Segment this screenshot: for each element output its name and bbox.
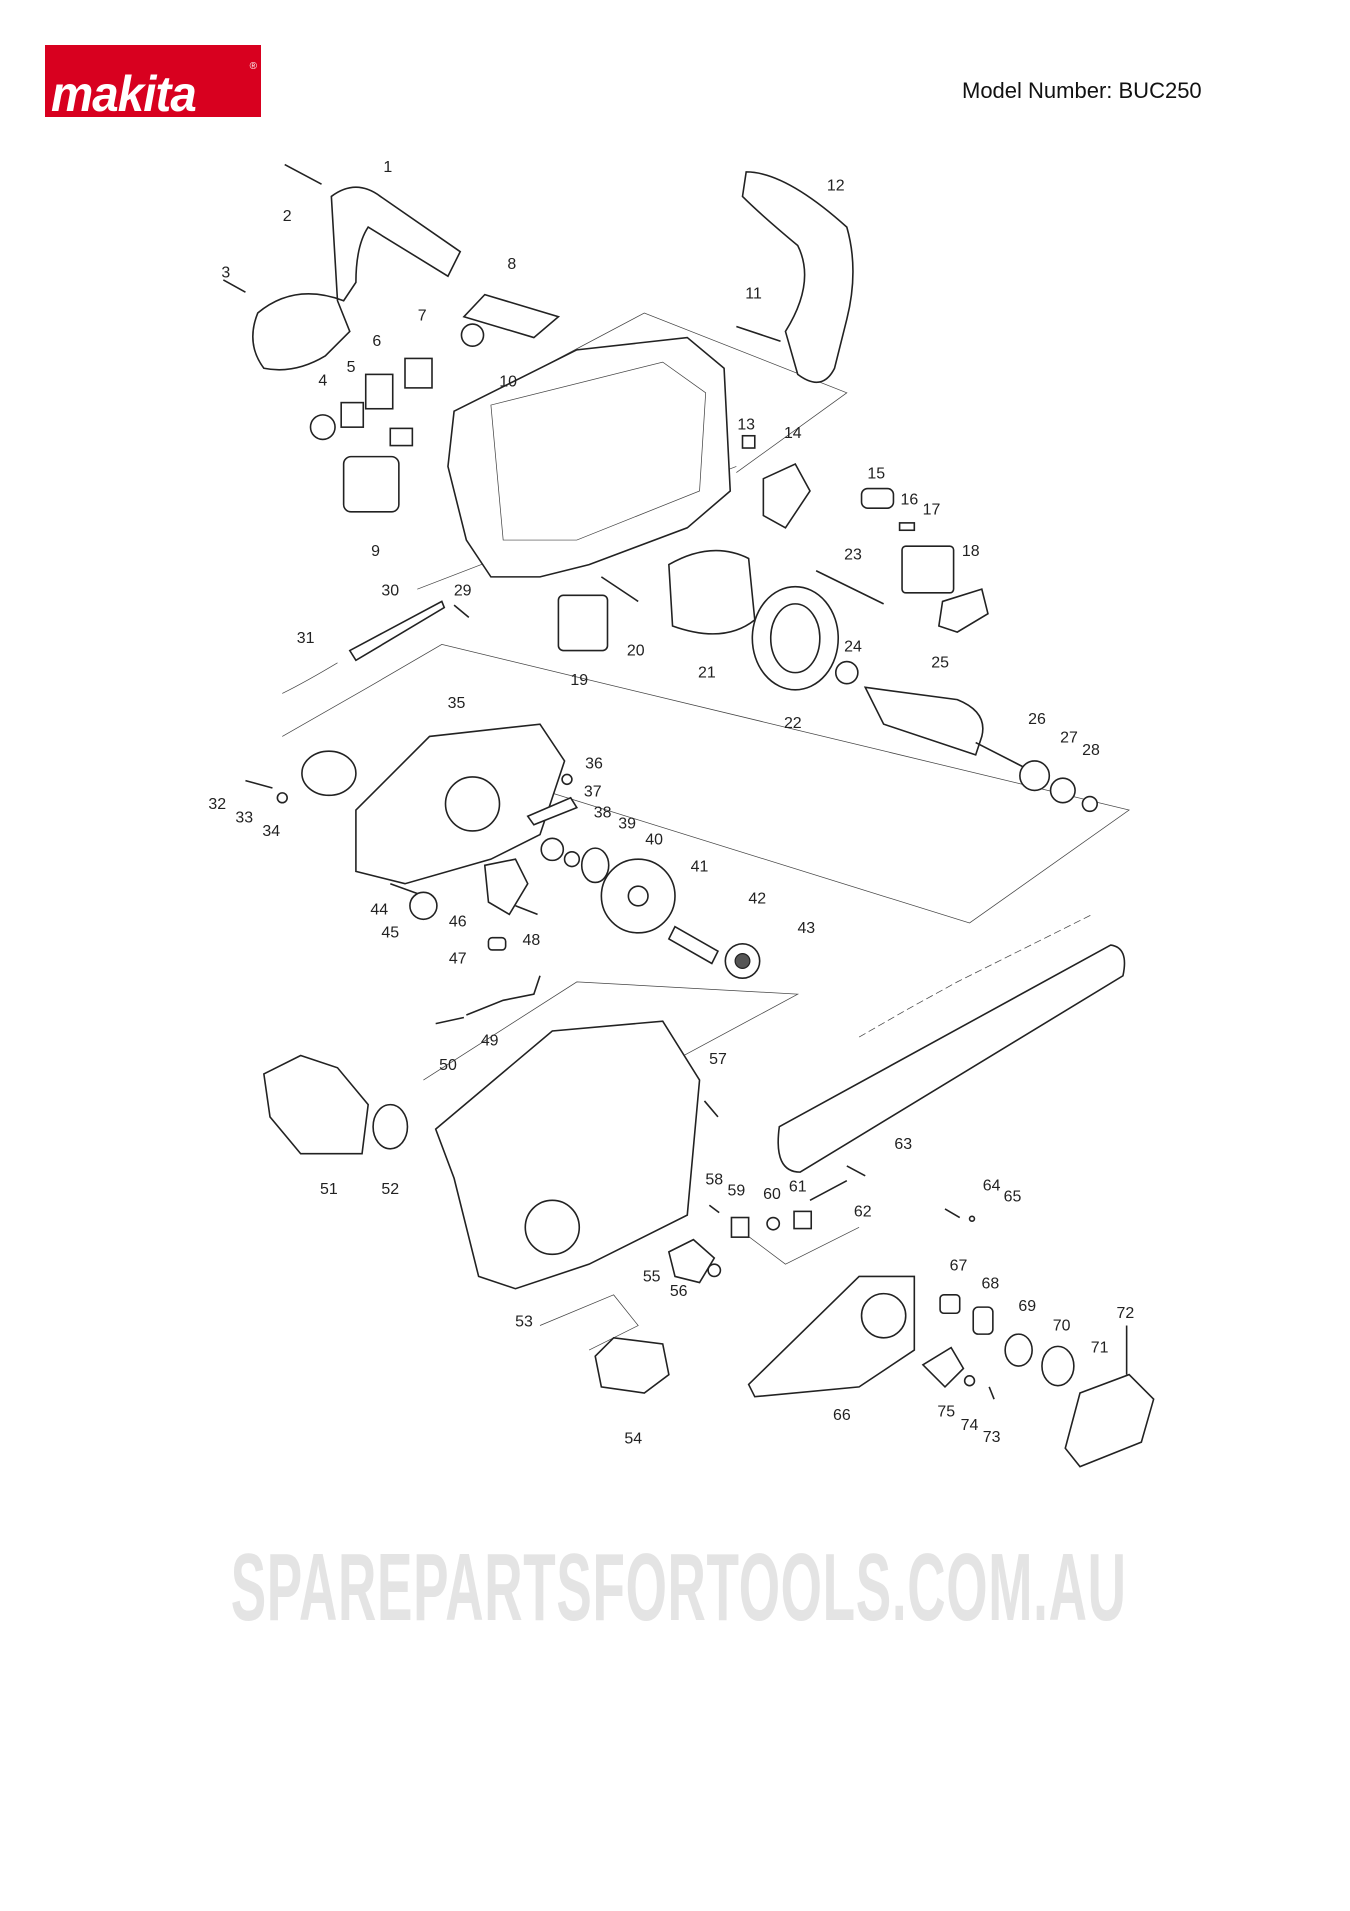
part-callout-44: 44: [370, 901, 388, 918]
part-callout-23: 23: [844, 547, 862, 564]
part-callout-12: 12: [827, 177, 845, 194]
part-callout-63: 63: [894, 1136, 912, 1153]
part-callout-70: 70: [1053, 1317, 1071, 1334]
motor-housing: [447, 336, 732, 578]
part-callout-29: 29: [454, 582, 472, 599]
part-callout-1: 1: [383, 159, 392, 176]
part-callout-26: 26: [1028, 711, 1046, 728]
part-callout-27: 27: [1060, 730, 1078, 747]
part-callout-54: 54: [624, 1430, 642, 1447]
part-callout-17: 17: [923, 501, 941, 518]
part-callout-38: 38: [594, 804, 612, 821]
part-callout-22: 22: [784, 715, 802, 732]
part-callout-32: 32: [208, 796, 226, 813]
battery-holder: [262, 1054, 370, 1155]
part-callout-67: 67: [950, 1257, 968, 1274]
part-callout-56: 56: [670, 1283, 688, 1300]
part-callout-41: 41: [691, 858, 709, 875]
part-callout-59: 59: [727, 1182, 745, 1199]
part-callout-10: 10: [499, 374, 517, 391]
part-callout-31: 31: [297, 630, 315, 647]
part-callout-51: 51: [320, 1181, 338, 1198]
watermark: SPAREPARTSFORTOOLS.COM.AU: [231, 1534, 1127, 1641]
part-callout-75: 75: [937, 1403, 955, 1420]
part-callout-73: 73: [983, 1429, 1001, 1446]
cover-flap: [1064, 1373, 1155, 1468]
part-shapes: [222, 163, 1155, 1468]
part-callout-46: 46: [449, 914, 467, 931]
part-callout-40: 40: [645, 831, 663, 848]
label-sticker: [462, 293, 561, 339]
part-callout-5: 5: [347, 359, 356, 376]
part-callout-43: 43: [797, 920, 815, 937]
part-callout-74: 74: [961, 1417, 979, 1434]
part-callout-42: 42: [748, 890, 766, 907]
part-callout-53: 53: [515, 1314, 533, 1331]
part-callout-11: 11: [745, 285, 762, 302]
part-callout-21: 21: [698, 665, 716, 682]
part-callout-65: 65: [1004, 1189, 1022, 1206]
part-callout-49: 49: [481, 1033, 499, 1050]
part-callout-34: 34: [262, 823, 280, 840]
armature: [863, 686, 984, 756]
part-callout-19: 19: [570, 672, 588, 689]
part-callout-20: 20: [627, 642, 645, 659]
part-callout-25: 25: [931, 655, 949, 672]
part-callout-71: 71: [1091, 1340, 1109, 1357]
part-callout-55: 55: [643, 1268, 661, 1285]
rear-handle: [252, 186, 462, 371]
part-callout-62: 62: [854, 1203, 872, 1220]
front-hand-guard: [741, 171, 854, 383]
guide-bar: [777, 944, 1126, 1173]
part-callout-64: 64: [983, 1178, 1001, 1195]
part-callout-58: 58: [705, 1171, 723, 1188]
model-number: Model Number: BUC250: [962, 78, 1202, 103]
part-callout-18: 18: [962, 543, 980, 560]
logo-wordmark: makita: [51, 66, 197, 117]
part-callout-36: 36: [585, 755, 603, 772]
part-callout-14: 14: [784, 425, 802, 442]
part-callout-45: 45: [381, 925, 399, 942]
part-callout-24: 24: [844, 639, 862, 656]
part-callout-15: 15: [867, 466, 885, 483]
part-callout-50: 50: [439, 1057, 457, 1074]
part-callout-61: 61: [789, 1179, 807, 1196]
part-callout-28: 28: [1082, 742, 1100, 759]
part-callout-8: 8: [507, 256, 516, 273]
registered-mark: ®: [249, 61, 257, 72]
makita-logo: makita ®: [45, 45, 261, 117]
part-callout-30: 30: [381, 582, 399, 599]
part-callout-57: 57: [709, 1051, 727, 1068]
part-callout-52: 52: [381, 1181, 399, 1198]
part-callout-37: 37: [584, 784, 602, 801]
part-callout-68: 68: [982, 1276, 1000, 1293]
saw-chain: [858, 914, 1093, 1038]
part-callout-39: 39: [618, 815, 636, 832]
part-callout-47: 47: [449, 950, 467, 967]
part-callout-69: 69: [1018, 1298, 1036, 1315]
part-callout-72: 72: [1117, 1305, 1135, 1322]
part-callout-66: 66: [833, 1407, 851, 1424]
part-callout-35: 35: [448, 695, 466, 712]
part-callouts: 1234567891011121314151617181920212223242…: [208, 159, 1134, 1447]
part-callout-60: 60: [763, 1186, 781, 1203]
part-callout-33: 33: [235, 809, 253, 826]
part-callout-48: 48: [523, 932, 541, 949]
part-callout-7: 7: [418, 307, 427, 324]
part-callout-13: 13: [737, 417, 755, 434]
part-callout-6: 6: [372, 333, 381, 350]
part-callout-2: 2: [283, 208, 292, 225]
main-housing: [434, 1020, 701, 1290]
stator: [668, 549, 756, 635]
part-callout-16: 16: [901, 491, 919, 508]
part-callout-4: 4: [318, 372, 327, 389]
part-callout-9: 9: [371, 543, 380, 560]
part-callout-3: 3: [221, 264, 230, 281]
